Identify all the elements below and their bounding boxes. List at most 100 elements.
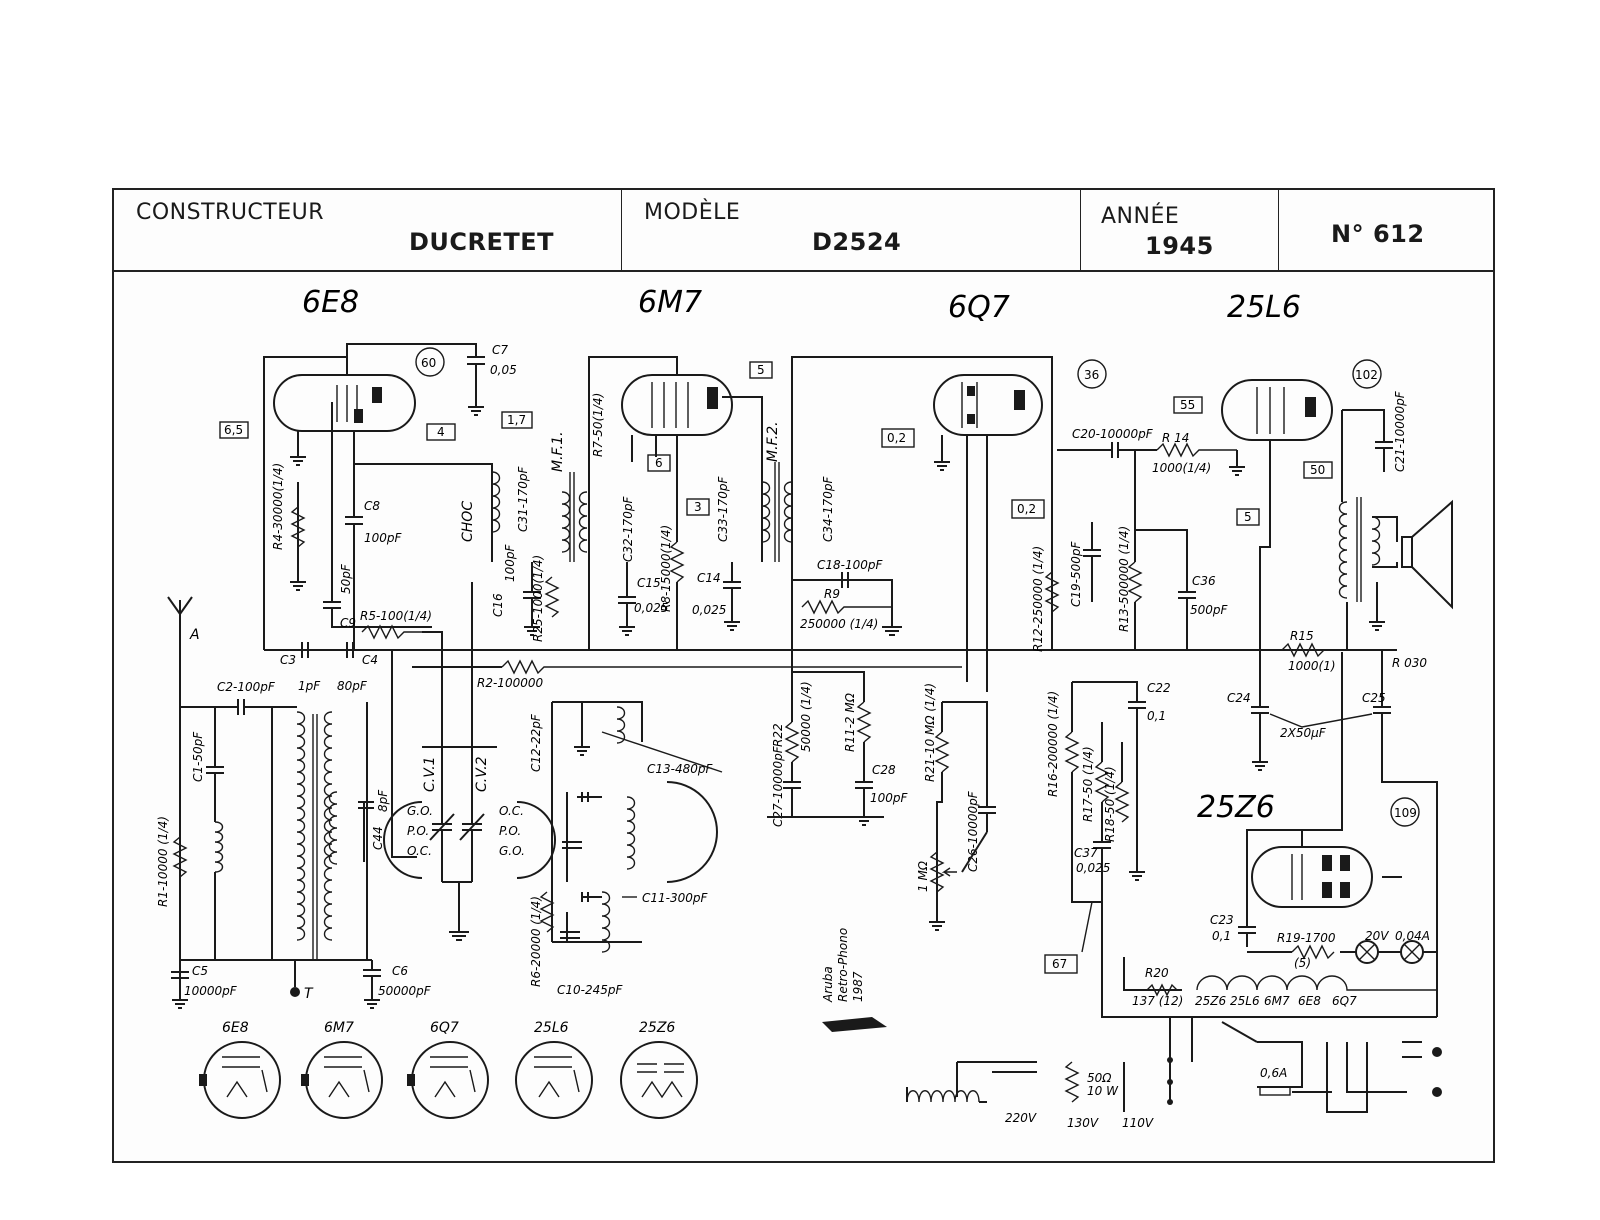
mains-plug-2-icon[interactable] [1432, 1087, 1442, 1097]
voltage-box-67: 67 [1044, 954, 1078, 974]
c4-label: C4 [362, 653, 378, 667]
svg-text:55: 55 [1180, 398, 1195, 412]
earth-terminal-icon[interactable] [290, 987, 300, 997]
c31-label: C31-170pF [516, 466, 530, 533]
c16-label: C16 [491, 593, 505, 617]
wave-switch-left[interactable]: G.O. P.O. O.C. [383, 801, 433, 879]
r7-label: R7-50(1/4) [591, 393, 605, 457]
pin-marker-60 [415, 347, 445, 377]
wave-switch-right[interactable]: O.C. P.O. G.O. [499, 801, 556, 879]
mains-transformer-icon [906, 1062, 987, 1103]
variable-capacitor-cv2[interactable] [459, 747, 485, 882]
annee-label: ANNÉE [1101, 204, 1180, 229]
c15-label: C15 [637, 576, 661, 590]
choc-label: CHOC [460, 501, 476, 542]
voltage-box-0-2a: 0,2 [881, 428, 915, 448]
variable-capacitor-cv1[interactable] [429, 747, 455, 882]
r4-label: R4-30000(1/4) [271, 463, 285, 550]
fuse-label: 0,6A [1260, 1066, 1287, 1080]
r14-label: R 14 [1162, 431, 1189, 445]
svg-text:6,5: 6,5 [224, 423, 243, 437]
osc-coil-block [601, 706, 636, 953]
c1-label: C1-50pF [191, 731, 205, 782]
pilot-lamp-1-icon [1355, 940, 1379, 964]
tube-title-6q7: 6Q7 [948, 290, 1010, 325]
svg-text:50: 50 [1310, 463, 1325, 477]
r25-label: R25-1000(1/4) [531, 555, 545, 642]
svg-text:1,7: 1,7 [507, 413, 526, 427]
r9-label: R9 [824, 587, 840, 601]
modele-cell: MODÈLE D2524 [621, 190, 1080, 270]
r13-label: R13-500000 (1/4) [1117, 526, 1131, 632]
c18-label: C18-100pF [817, 558, 884, 572]
pin-marker-60-text: 60 [421, 356, 436, 370]
svg-text:0,2: 0,2 [887, 431, 906, 445]
voltage-box-5: 5 [1236, 508, 1260, 526]
svg-text:O.C.: O.C. [407, 844, 432, 858]
r11-label: R11-2 MΩ [843, 692, 857, 752]
svg-text:G.O.: G.O. [407, 804, 433, 818]
c23-label: C23 [1210, 913, 1234, 927]
svg-text:G.O.: G.O. [499, 844, 525, 858]
c24-label: C24 [1227, 691, 1251, 705]
socket-25l6-icon [515, 1041, 593, 1119]
c13-label: C13-480pF [647, 762, 714, 776]
r21-label: R21-10 MΩ (1/4) [923, 683, 937, 782]
c5-label: C5 [192, 964, 208, 978]
pin-marker-109-text: 109 [1394, 806, 1417, 820]
volume-pot-label: 1 MΩ [916, 860, 930, 892]
tube-title-25z6: 25Z6 [1197, 790, 1275, 825]
power-switch[interactable] [1402, 1041, 1422, 1058]
antenna-icon [167, 596, 193, 992]
c28-value: 100pF [870, 791, 909, 805]
c12-label: C12-22pF [529, 713, 543, 772]
modele-label: MODÈLE [644, 200, 741, 225]
svg-text:Aruba: Aruba [821, 966, 835, 1003]
numero-value: N° 612 [1331, 220, 1425, 248]
earth-label: T [304, 986, 314, 1002]
pilot-lamp-2-icon [1400, 940, 1424, 964]
r15-value: 1000(1) [1288, 659, 1336, 673]
r9-value: 250000 (1/4) [800, 617, 878, 631]
pin-marker-109 [1390, 797, 1420, 827]
mains-220v: 220V [1005, 1111, 1037, 1125]
c33-label: C33-170pF [716, 476, 730, 543]
voltage-box-55: 55 [1173, 396, 1203, 414]
c3-value: 1pF [298, 679, 321, 693]
voltage-box-3: 3 [686, 498, 710, 516]
fuse-icon [1259, 1086, 1291, 1096]
annee-cell: ANNÉE 1945 [1080, 190, 1278, 270]
r20-label: R20 [1145, 966, 1169, 980]
socket-label-6m7: 6M7 [324, 1020, 354, 1036]
pin-marker-36 [1077, 359, 1107, 389]
c26-label: C26-10000pF [966, 790, 980, 872]
mains-plug-1-icon[interactable] [1432, 1047, 1442, 1057]
svg-text:1987: 1987 [851, 971, 865, 1002]
pin-marker-5-text: 5 [757, 363, 765, 377]
constructeur-value: DUCRETET [409, 228, 555, 256]
socket-label-25l6: 25L6 [534, 1020, 569, 1036]
cv1-label: C.V.1 [422, 756, 438, 792]
mains-resistor-watts: 10 W [1087, 1084, 1119, 1098]
r14-value: 1000(1/4) [1152, 461, 1211, 475]
numero-cell: N° 612 [1278, 190, 1493, 270]
annee-value: 1945 [1145, 232, 1214, 260]
loudspeaker-icon [1401, 499, 1453, 610]
c2-label: C2-100pF [217, 680, 276, 694]
r5-label: R5-100(1/4) [360, 609, 432, 623]
c9-label: C9 [340, 616, 356, 630]
c37-value: 0,025 [1076, 861, 1110, 875]
r8-label: R8-15000(1/4) [659, 525, 673, 612]
mf2-label: M.F.2. [765, 421, 781, 462]
c14-value: 0,025 [692, 603, 726, 617]
r18-label: R18-50 (1/4) [1103, 766, 1117, 842]
voltage-box-0-2b: 0,2 [1011, 499, 1045, 519]
c34-label: C34-170pF [821, 476, 835, 543]
tube-6m7 [621, 374, 733, 436]
lamp-voltage: 20V [1365, 929, 1389, 943]
socket-label-6q7: 6Q7 [430, 1020, 459, 1036]
heater-25z6: 25Z6 [1195, 994, 1226, 1008]
voltage-selector[interactable] [1167, 1057, 1173, 1105]
antenna-label: A [189, 627, 200, 643]
tube-6e8 [273, 374, 416, 466]
